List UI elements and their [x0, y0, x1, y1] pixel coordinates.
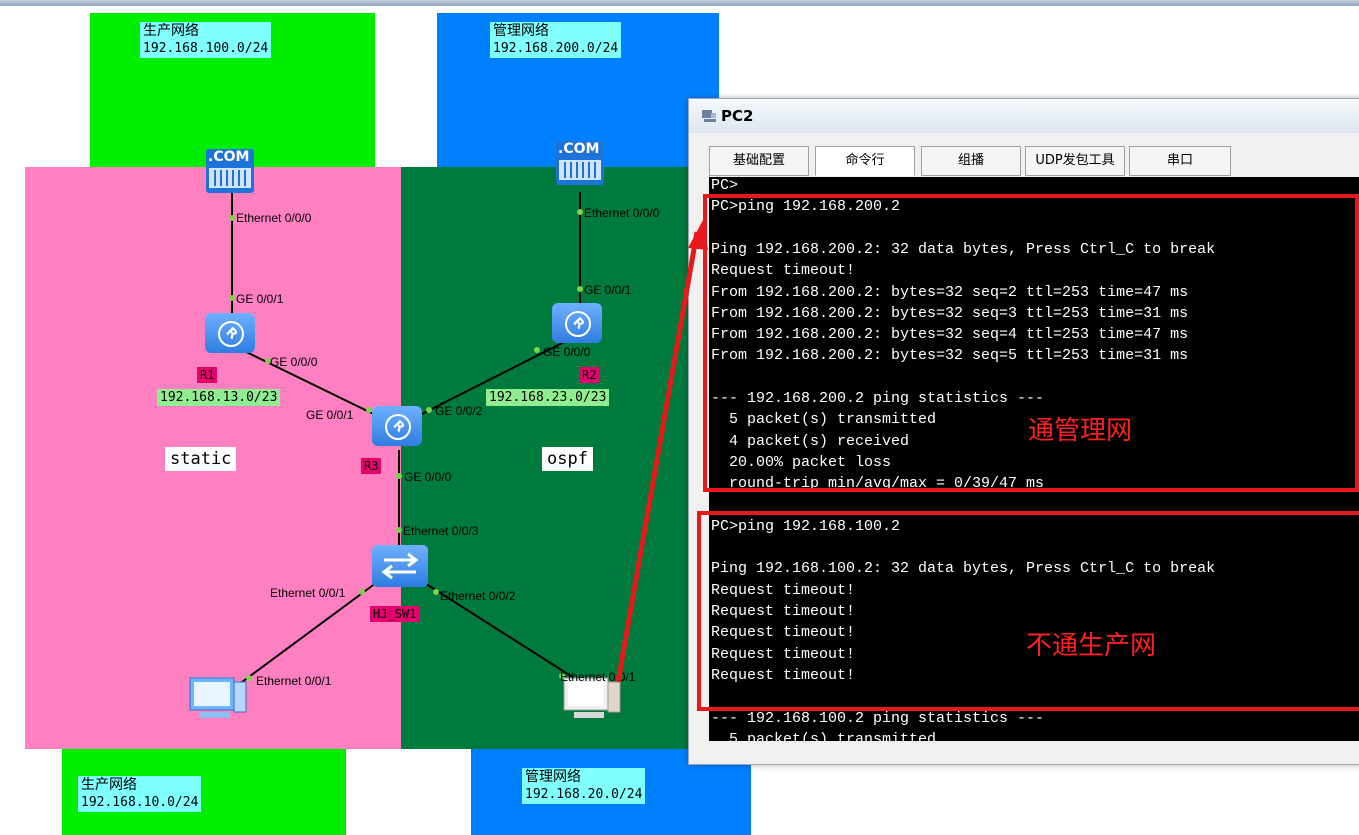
window-titlebar[interactable]: PC2 [689, 99, 1359, 133]
router-r2[interactable]: R [552, 303, 602, 343]
console-line: From 192.168.200.2: bytes=32 seq=3 ttl=2… [711, 304, 1189, 322]
area-label-static: static [165, 447, 237, 471]
console-line: From 192.168.200.2: bytes=32 seq=2 ttl=2… [711, 283, 1189, 301]
console-line: 5 packet(s) transmitted [711, 411, 937, 429]
switch-hj-sw1[interactable] [372, 545, 428, 587]
console-line: 4 packet(s) received [711, 432, 910, 450]
console-line: 20.00% packet loss [711, 453, 892, 471]
device-tag-r3: R3 [361, 458, 382, 474]
tab-serial[interactable]: 串口 [1129, 146, 1231, 176]
device-tag-r2: R2 [579, 367, 600, 383]
tab-multicast[interactable]: 组播 [921, 146, 1021, 176]
port-label: GE 0/0/0 [543, 345, 591, 359]
port-label: GE 0/0/0 [404, 470, 452, 484]
console-line: --- 192.168.200.2 ping statistics --- [711, 390, 1045, 407]
annotation-reach-mgmt: 通管理网 [1028, 416, 1133, 446]
console-line: Request timeout! [711, 603, 856, 620]
console-line: Ping 192.168.200.2: 32 data bytes, Press… [711, 240, 1216, 258]
top-bar [0, 0, 1359, 6]
link-subnet-r2-r3: 192.168.23.0/23 [486, 389, 610, 406]
link-sw-pc1 [237, 579, 381, 686]
device-tag-sw: HJ_SW1 [370, 606, 420, 622]
server-left-label: .COM [208, 149, 250, 165]
console-line: PC> [711, 177, 739, 194]
port-label: Ethernet 0/0/1 [256, 674, 332, 688]
port-label: GE 0/0/0 [270, 355, 318, 369]
pc1[interactable] [188, 676, 248, 726]
console-line: Ping 192.168.100.2: 32 data bytes, Press… [711, 560, 1216, 578]
port-label: Ethernet 0/0/0 [584, 206, 660, 220]
port-label: GE 0/0/1 [236, 292, 284, 306]
port-label: GE 0/0/2 [435, 404, 483, 418]
console-line: Request timeout! [711, 666, 856, 684]
router-r3[interactable]: R [372, 406, 422, 446]
console-line: Request timeout! [711, 581, 856, 599]
tab-udp-tool[interactable]: UDP发包工具 [1025, 146, 1125, 176]
link-sw-pc2 [419, 579, 586, 686]
annotation-no-reach-prod: 不通生产网 [1026, 631, 1157, 661]
console-line: Request timeout! [711, 645, 856, 663]
port-label: GE 0/0/1 [306, 408, 354, 422]
tab-command-line[interactable]: 命令行 [815, 146, 915, 176]
console-line: From 192.168.200.2: bytes=32 seq=4 ttl=2… [711, 326, 1189, 344]
port-label: Ethernet 0/0/3 [403, 524, 479, 538]
console-line: --- 192.168.100.2 ping statistics --- [711, 709, 1045, 727]
server-right-label: .COM [558, 141, 600, 157]
highlight-box-mgmt [703, 194, 1359, 492]
pc2-window[interactable]: PC2 基础配置 命令行 组播 UDP发包工具 串口 PC> PC>ping 19… [688, 98, 1359, 765]
port-label: Ethernet 0/0/1 [270, 586, 346, 600]
console-line: PC>ping 192.168.200.2 [711, 198, 901, 216]
server-right[interactable]: .COM [555, 140, 605, 186]
tab-basic-config[interactable]: 基础配置 [709, 146, 809, 176]
highlight-box-prod [697, 511, 1359, 711]
server-left[interactable]: .COM [205, 148, 255, 194]
console-line: Request timeout! [711, 262, 856, 280]
switch-arrows-icon [381, 552, 419, 580]
console-line: 5 packet(s) transmitted [711, 730, 937, 741]
device-tag-r1: R1 [197, 367, 218, 383]
pc-icon [702, 110, 716, 122]
link-subnet-r1-r3: 192.168.13.0/23 [157, 389, 281, 406]
pc2[interactable] [562, 676, 622, 726]
port-label: GE 0/0/1 [584, 283, 632, 297]
port-label: Ethernet 0/0/2 [440, 589, 516, 603]
console-line: PC>ping 192.168.100.2 [711, 517, 901, 535]
router-r1[interactable]: R [205, 313, 255, 353]
port-label: Ethernet 0/0/0 [236, 211, 312, 225]
console-line: From 192.168.200.2: bytes=32 seq=5 ttl=2… [711, 347, 1189, 365]
console-line: Request timeout! [711, 624, 856, 642]
console-line: round-trip min/avg/max = 0/39/47 ms [711, 475, 1045, 493]
window-title: PC2 [721, 107, 754, 125]
area-label-ospf: ospf [542, 447, 593, 471]
